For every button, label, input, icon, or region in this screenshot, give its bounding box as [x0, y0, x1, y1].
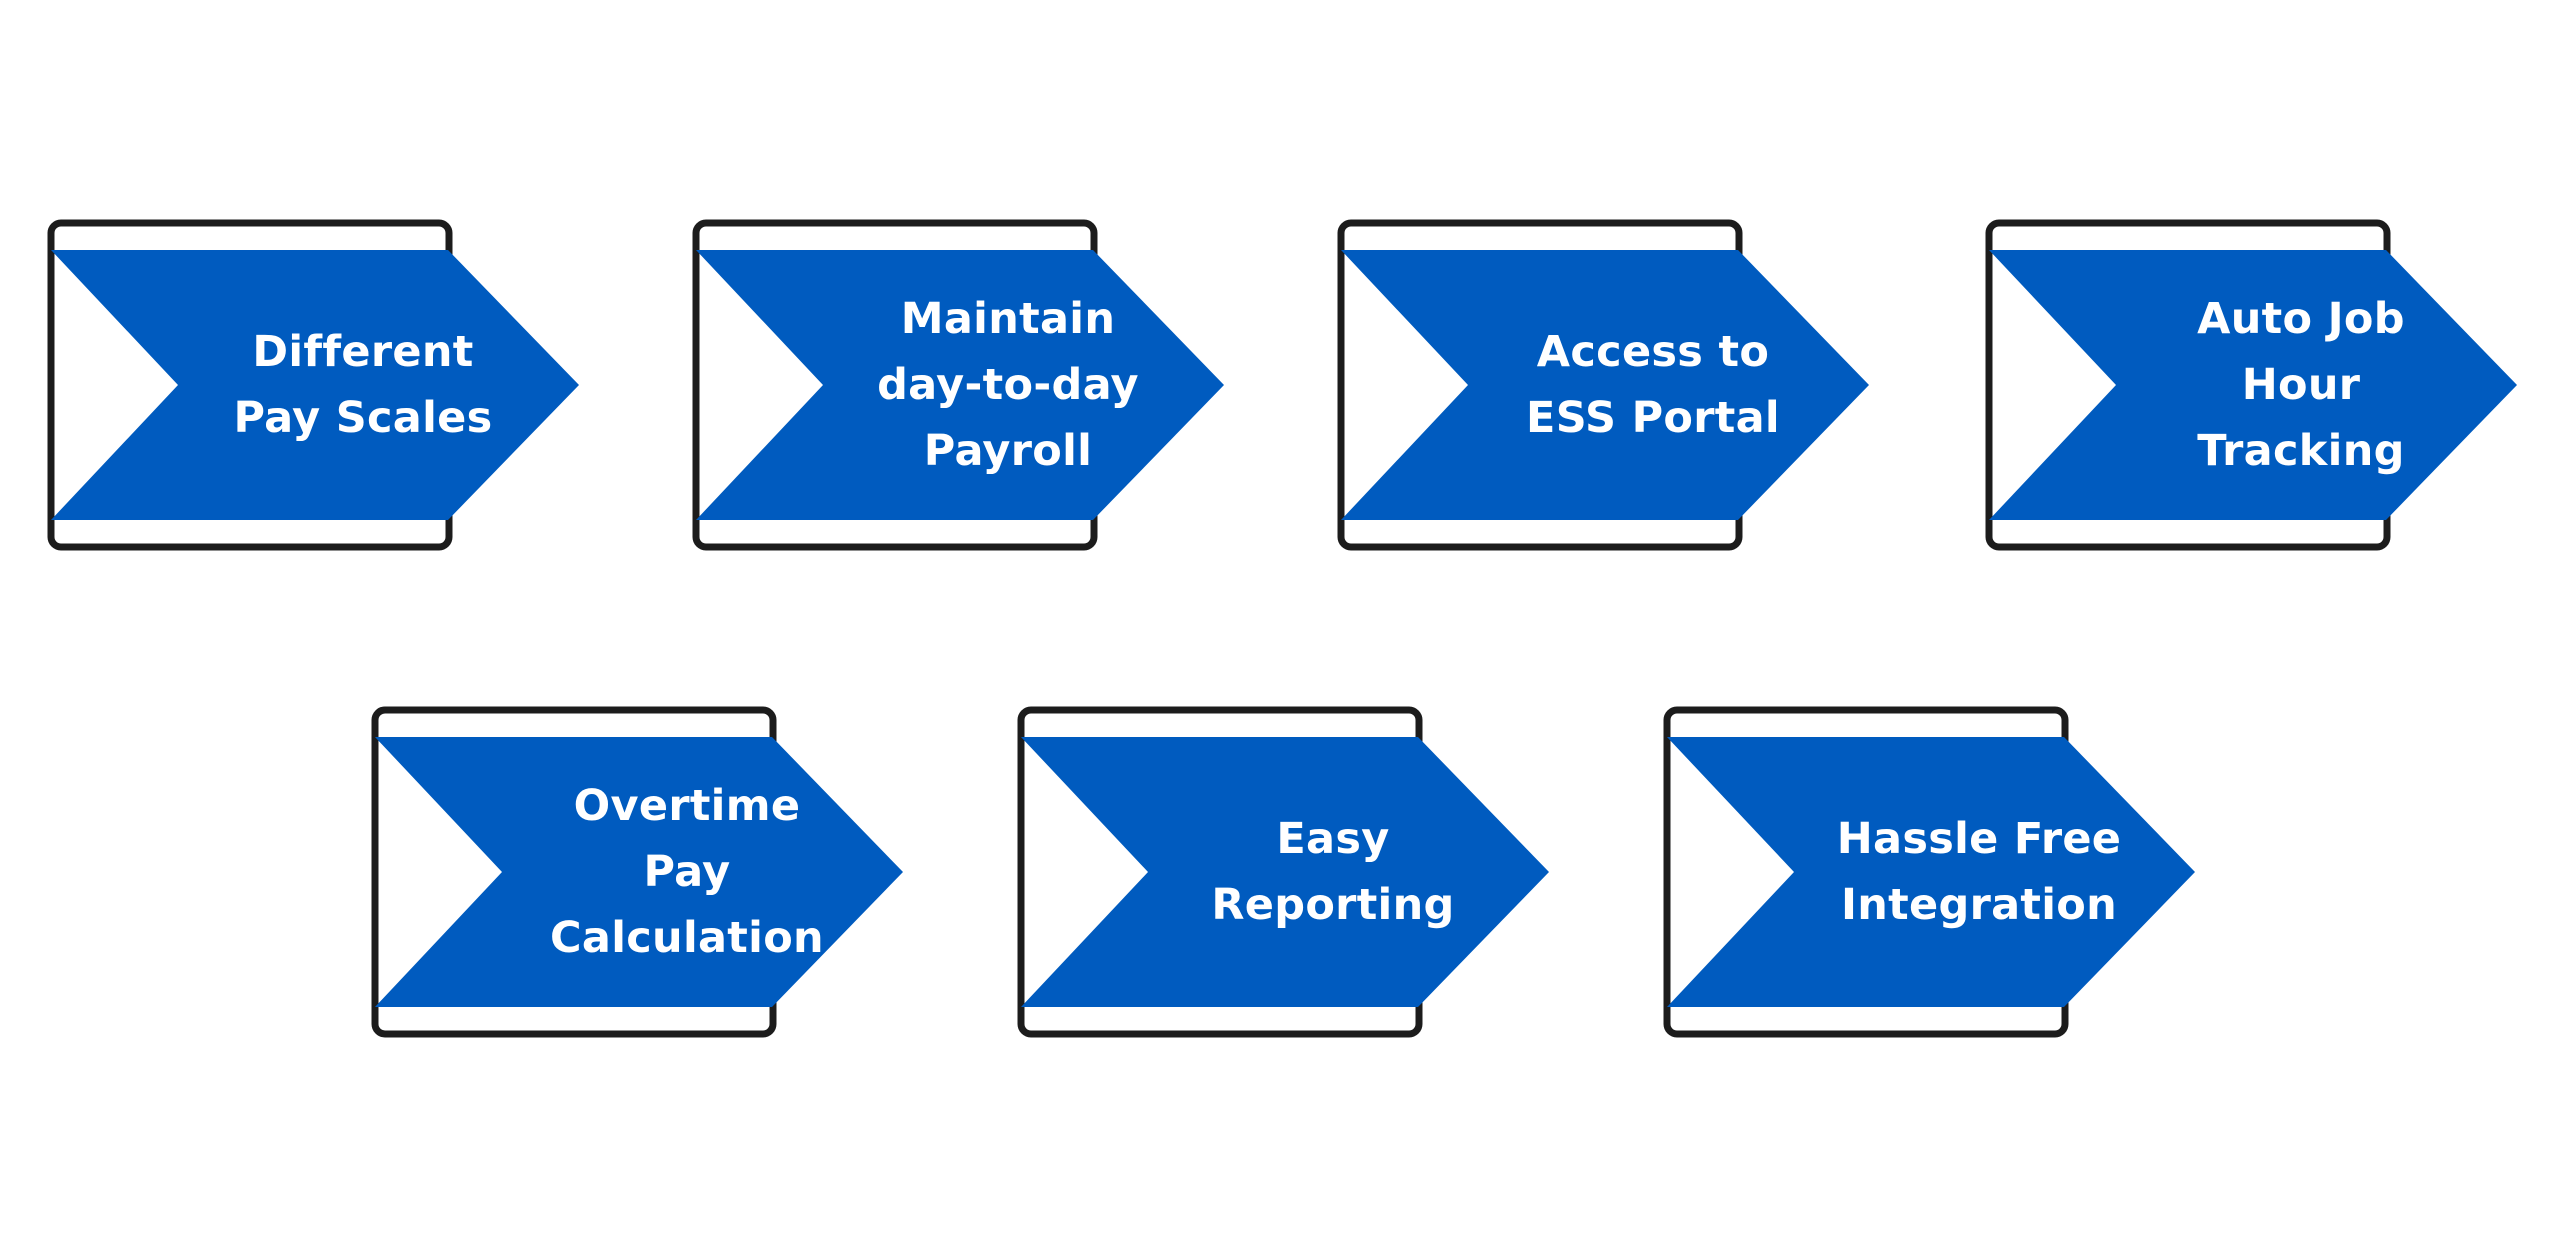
arrow-card-shape — [1985, 219, 2517, 551]
feature-card-overtime-pay-calculation: Overtime Pay Calculation — [371, 706, 954, 1038]
arrow-card-shape — [1017, 706, 1549, 1038]
chevron-arrow — [375, 737, 903, 1007]
chevron-arrow — [1667, 737, 2195, 1007]
feature-card-easy-reporting: Easy Reporting — [1017, 706, 1600, 1038]
card-label: Overtime Pay Calculation — [550, 781, 824, 963]
card-label: Access to ESS Portal — [1526, 327, 1780, 443]
feature-card-ess-portal: Access to ESS Portal — [1337, 219, 1920, 551]
feature-card-maintain-payroll: Maintain day-to-day Payroll — [692, 219, 1275, 551]
card-label: Easy Reporting — [1211, 814, 1455, 930]
chevron-arrow — [1341, 250, 1869, 520]
chevron-arrow — [1021, 737, 1549, 1007]
chevron-arrow — [1989, 250, 2517, 520]
feature-card-hassle-free-integration: Hassle Free Integration — [1663, 706, 2246, 1038]
arrow-card-shape — [371, 706, 903, 1038]
arrow-card-shape — [1663, 706, 2195, 1038]
feature-card-auto-job-hour-tracking: Auto Job Hour Tracking — [1985, 219, 2560, 551]
card-label: Hassle Free Integration — [1836, 814, 2122, 930]
chevron-arrow — [696, 250, 1224, 520]
arrow-card-shape — [47, 219, 579, 551]
card-label: Different Pay Scales — [233, 327, 493, 443]
feature-card-different-pay-scales: Different Pay Scales — [47, 219, 630, 551]
card-label: Auto Job Hour Tracking — [2197, 294, 2405, 476]
chevron-arrow — [51, 250, 579, 520]
arrow-card-shape — [692, 219, 1224, 551]
arrow-card-shape — [1337, 219, 1869, 551]
card-label: Maintain day-to-day Payroll — [877, 294, 1139, 476]
